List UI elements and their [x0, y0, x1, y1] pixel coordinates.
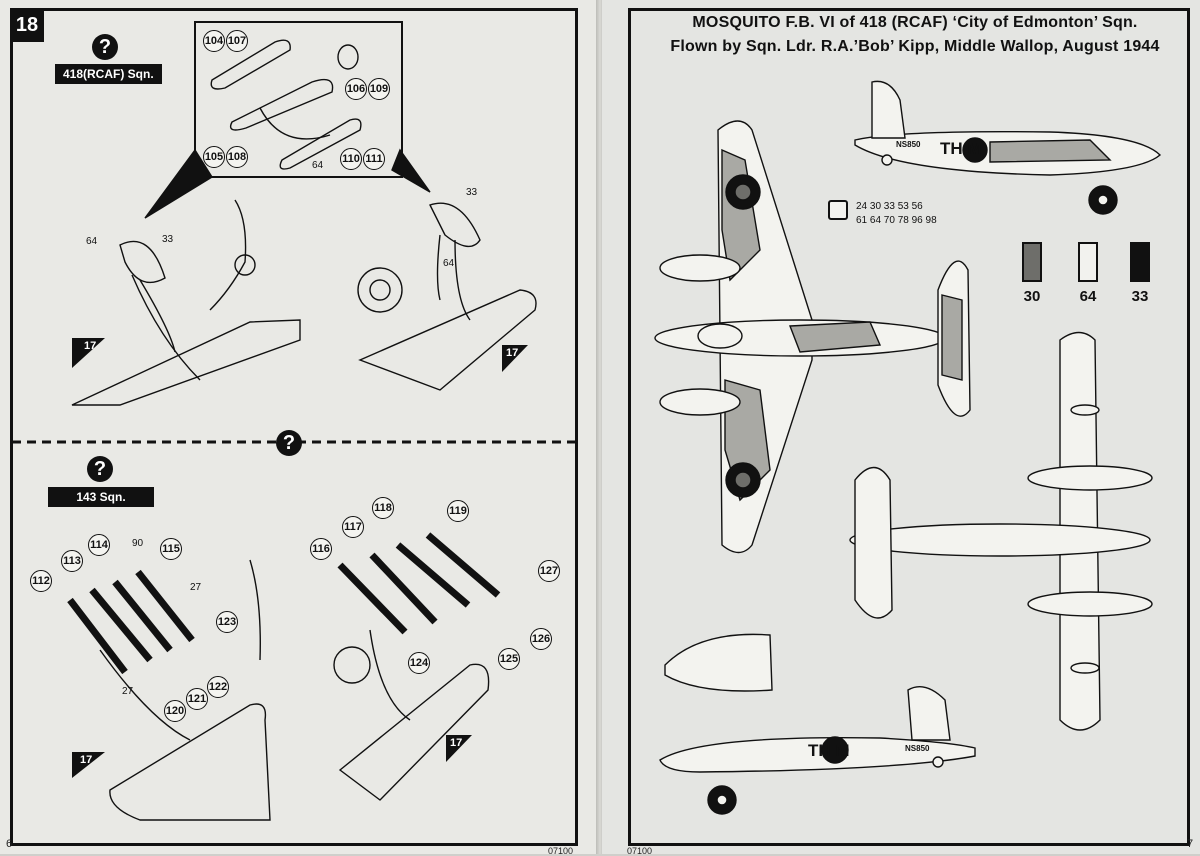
wing-right-bottom	[338, 663, 490, 801]
parts-inset-box	[194, 21, 403, 178]
serial-upper: NS850	[896, 140, 921, 149]
right-markings-frame	[628, 8, 1190, 846]
right-page-number: 7	[1187, 838, 1194, 850]
callout-right	[391, 148, 431, 193]
part-125: 125	[498, 648, 520, 670]
wing-ref-17-c: 17	[80, 754, 93, 766]
paint-label-33-right: 33	[466, 187, 478, 198]
swatch-label-33: 33	[1131, 288, 1149, 305]
left-page	[0, 0, 598, 854]
question-icon-b: ?	[87, 456, 113, 482]
part-106: 106	[345, 78, 367, 100]
part-114: 114	[88, 534, 110, 556]
rockets-right	[337, 532, 501, 721]
wing-ref-17-d: 17	[450, 737, 463, 749]
part-107: 107	[226, 30, 248, 52]
part-108: 108	[226, 146, 248, 168]
code-letters-lower: TH M	[808, 741, 850, 760]
paint-codes-line2: 61 64 70 78 96 98	[856, 215, 937, 226]
page-gutter	[596, 0, 604, 854]
squadron-tag-418: 418(RCAF) Sqn.	[55, 64, 162, 84]
swatch-label-64: 64	[1079, 288, 1097, 305]
part-122: 122	[207, 676, 229, 698]
part-121: 121	[186, 688, 208, 710]
right-footer-code: 07100	[627, 846, 653, 856]
swatch-label-30: 30	[1023, 288, 1041, 305]
part-112: 112	[30, 570, 52, 592]
drop-tank-middle	[229, 78, 334, 131]
rocket-label-90: 90	[132, 538, 144, 549]
squadron-tag-143: 143 Sqn.	[48, 487, 154, 507]
left-page-number: 6	[6, 838, 13, 850]
wing-right-top	[358, 289, 537, 391]
part-127: 127	[538, 560, 560, 582]
part-124: 124	[408, 652, 430, 674]
part-109: 109	[368, 78, 390, 100]
left-page-drawings	[12, 21, 575, 821]
rocket-label-27-b: 27	[122, 686, 134, 697]
tank-ring	[337, 44, 359, 70]
markings-title-line2: Flown by Sqn. Ldr. R.A.’Bob’ Kipp, Middl…	[670, 38, 1160, 55]
left-instruction-frame	[10, 8, 578, 846]
question-icon-a: ?	[92, 34, 118, 60]
rocket-label-27-a: 27	[190, 582, 202, 593]
code-letters-upper: TH M	[940, 139, 982, 158]
inset-paint-label: 64	[312, 160, 324, 171]
left-footer-code: 07100	[548, 846, 574, 856]
callout-left	[144, 148, 213, 219]
part-126: 126	[530, 628, 552, 650]
part-119: 119	[447, 500, 469, 522]
wheel-bottom	[333, 646, 371, 684]
paint-label-64-right: 64	[443, 258, 455, 269]
pipe	[259, 107, 331, 140]
part-116: 116	[310, 538, 332, 560]
swatch-33	[1130, 242, 1150, 282]
nose-art-view	[664, 633, 773, 692]
part-120: 120	[164, 700, 186, 722]
drop-tank-a	[119, 240, 166, 284]
paint-tin-icon	[828, 200, 848, 220]
part-118: 118	[372, 497, 394, 519]
propeller-a	[209, 199, 247, 311]
part-123: 123	[216, 611, 238, 633]
underside-fuselage	[849, 523, 1151, 557]
wing-left-top	[71, 319, 301, 406]
wing-ref-17-b: 17	[506, 347, 519, 359]
drop-tank-upper	[210, 39, 291, 90]
part-113: 113	[61, 550, 83, 572]
part-110: 110	[340, 148, 362, 170]
wing-left-bottom	[109, 703, 271, 821]
markings-title-line1: MOSQUITO F.B. VI of 418 (RCAF) ‘City of …	[692, 14, 1138, 31]
side-view-lower	[659, 736, 976, 773]
part-117: 117	[342, 516, 364, 538]
paint-codes-line1: 24 30 33 53 56	[856, 201, 923, 212]
swatch-64	[1078, 242, 1098, 282]
wheel-top	[357, 267, 403, 313]
rockets-left	[67, 569, 195, 741]
drop-tank-lower	[279, 118, 362, 170]
paint-label-33-left: 33	[162, 234, 174, 245]
part-105: 105	[203, 146, 225, 168]
part-115: 115	[160, 538, 182, 560]
part-111: 111	[363, 148, 385, 170]
serial-lower: NS850	[905, 744, 930, 753]
wing-ref-17-a: 17	[84, 340, 97, 352]
paint-label-64-left: 64	[86, 236, 98, 247]
swatch-30	[1022, 242, 1042, 282]
step-number: 18	[10, 8, 44, 42]
question-icon-divider: ?	[276, 430, 302, 456]
part-104: 104	[203, 30, 225, 52]
